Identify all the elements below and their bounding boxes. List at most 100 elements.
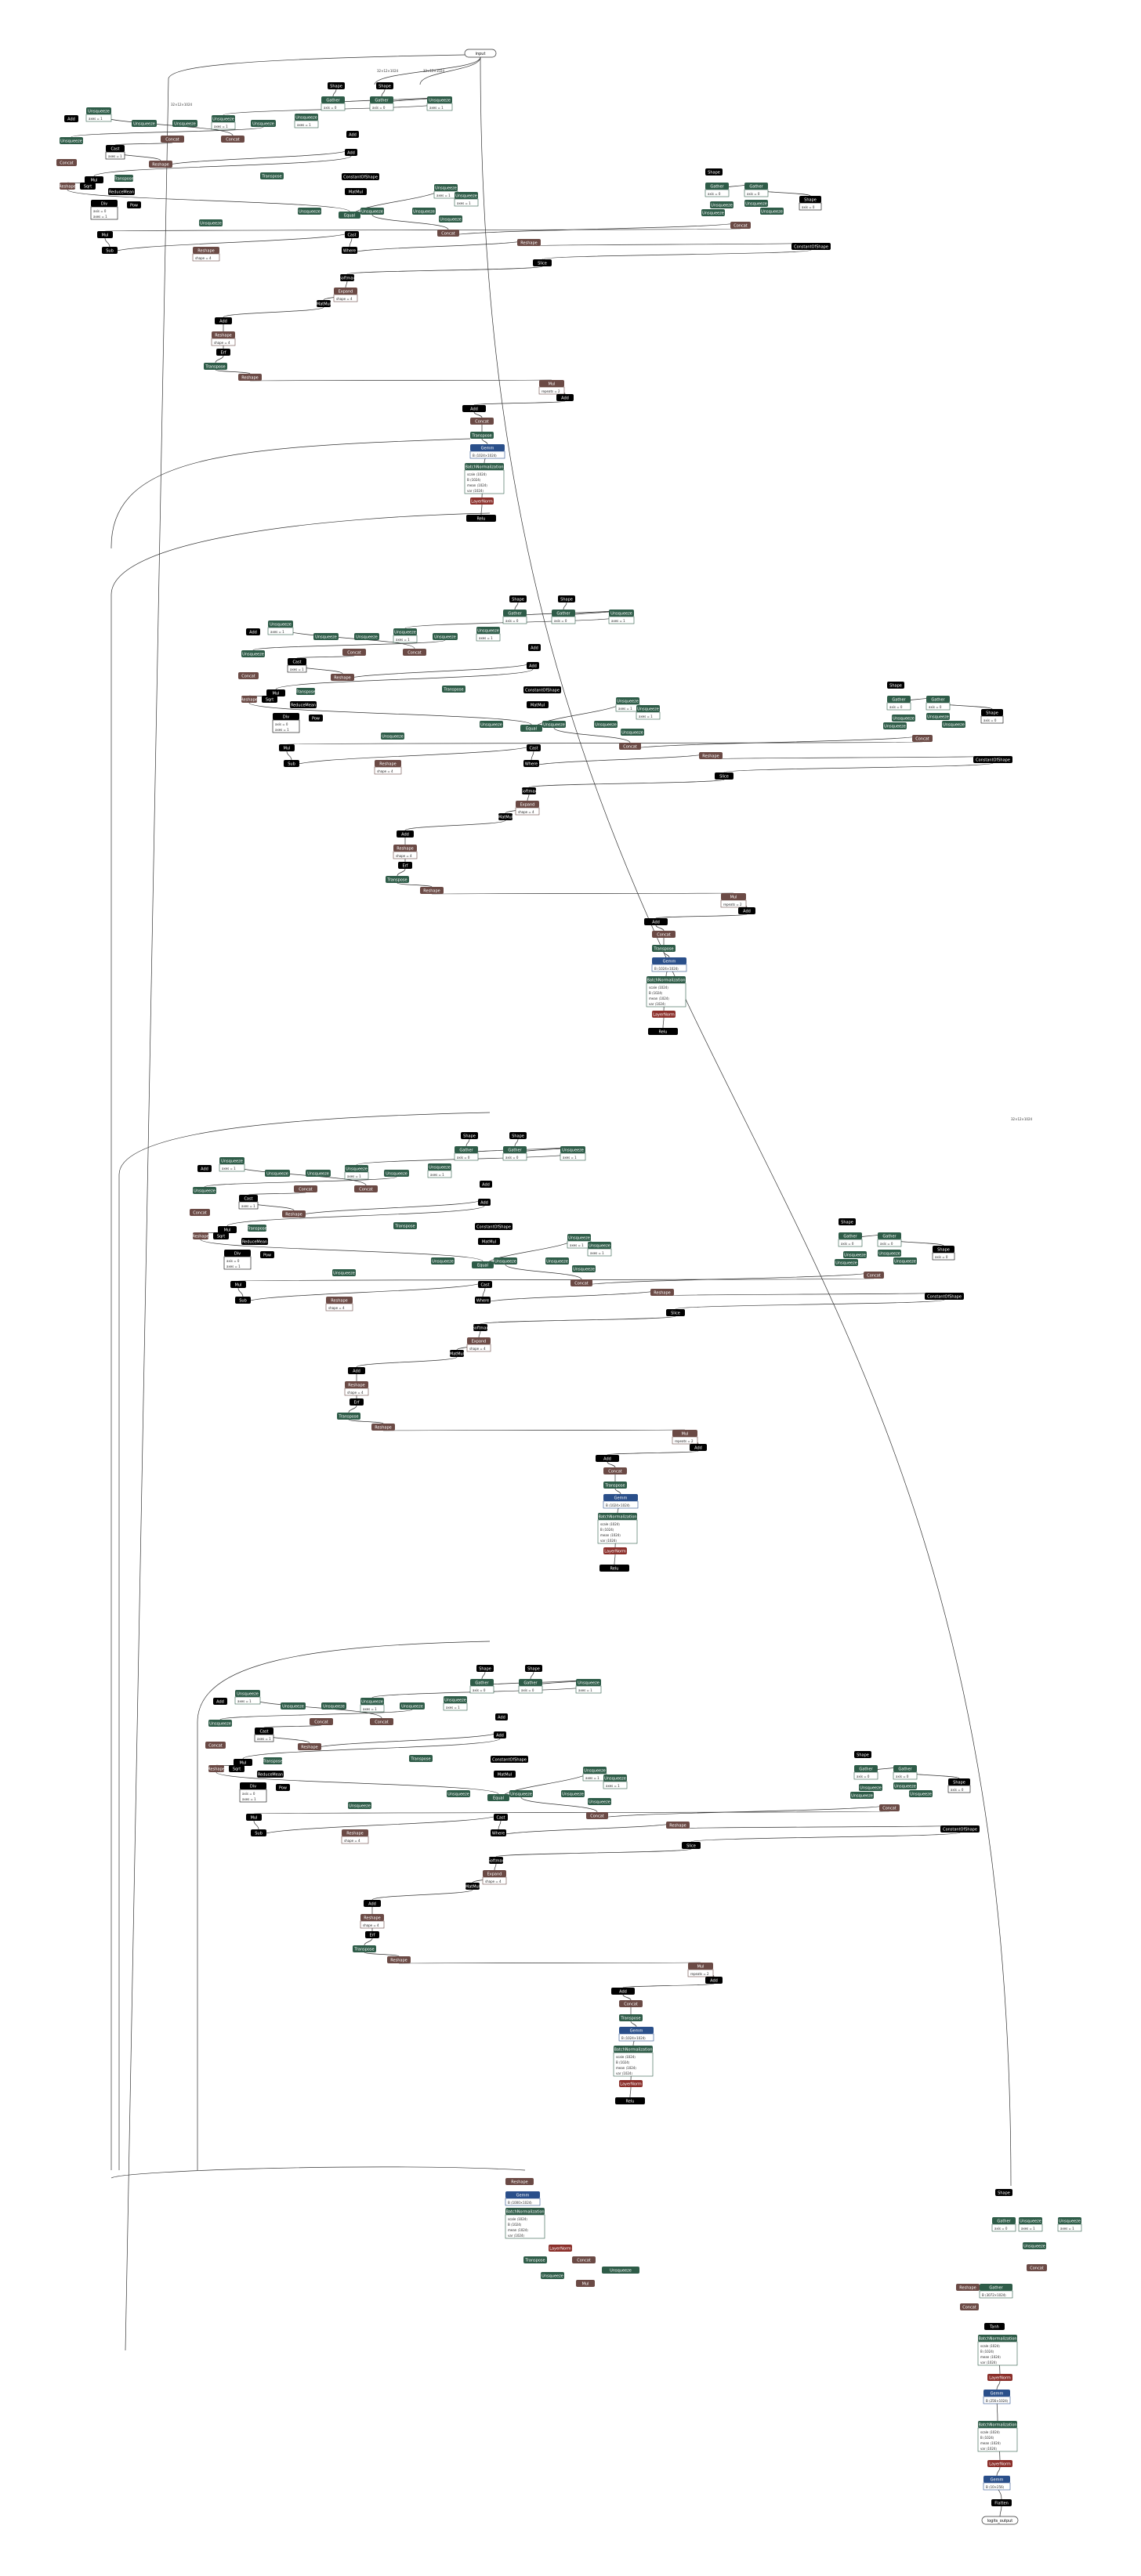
layer2-unsqueeze[interactable]: Unsqueeze: [381, 733, 404, 740]
layer1-layer_norm[interactable]: LayerNorm: [470, 497, 494, 505]
layer1-concat[interactable]: Concat: [56, 159, 77, 166]
layer3-unsqueeze[interactable]: Unsqueeze: [265, 1170, 290, 1177]
layer2-concat[interactable]: Concat: [238, 672, 259, 679]
layer4-unsqueeze[interactable]: Unsqueeze: [909, 1790, 933, 1797]
layer1-matmul[interactable]: MatMul: [317, 300, 331, 307]
layer3-softmax[interactable]: Softmax: [473, 1324, 489, 1331]
layer4-unsqueeze[interactable]: Unsqueeze: [588, 1798, 611, 1805]
layer1-reshape[interactable]: Reshape: [149, 161, 172, 168]
layer2-shape[interactable]: Shape: [558, 595, 575, 602]
head-flatten[interactable]: Flatten: [991, 2499, 1012, 2506]
layer1-reshape[interactable]: Reshape: [59, 183, 76, 190]
head-layer_norm[interactable]: LayerNorm: [987, 2374, 1012, 2381]
layer3-unsqueeze[interactable]: Unsqueeze: [545, 1257, 569, 1264]
layer4-unsqueeze[interactable]: Unsqueeze: [281, 1702, 306, 1709]
layer3-unsqueeze[interactable]: Unsqueeze: [572, 1265, 596, 1272]
layer4-unsqueeze[interactable]: Unsqueeze: [509, 1790, 533, 1797]
layer1-unsqueeze[interactable]: Unsqueeze: [132, 120, 157, 127]
layer4-shape[interactable]: Shape: [525, 1665, 542, 1672]
layer3-mul[interactable]: Mul: [230, 1281, 246, 1288]
head-mul[interactable]: Mul: [576, 2280, 595, 2287]
layer2-reshape[interactable]: Reshape: [420, 887, 444, 894]
layer2-sqrt[interactable]: Sqrt: [262, 696, 277, 703]
layer4-constant_of_shape[interactable]: ConstantOfShape: [491, 1756, 528, 1763]
layer2-add[interactable]: Add: [528, 644, 541, 651]
layer1-equal[interactable]: Equal: [339, 212, 360, 219]
layer1-unsqueeze[interactable]: Unsqueeze: [744, 200, 768, 207]
layer4-add[interactable]: Add: [705, 1977, 723, 1984]
layer2-concat[interactable]: Concat: [619, 743, 641, 750]
layer3-concat[interactable]: Concat: [570, 1279, 592, 1286]
layer1-unsqueeze[interactable]: Unsqueeze: [298, 208, 321, 215]
layer2-matmul[interactable]: MatMul: [527, 701, 549, 708]
layer3-transpose[interactable]: Transpose: [603, 1482, 627, 1489]
layer1-unsqueeze[interactable]: Unsqueeze: [710, 201, 734, 208]
layer3-unsqueeze[interactable]: Unsqueeze: [893, 1257, 917, 1264]
head-concat[interactable]: Concat: [572, 2256, 596, 2263]
layer2-add[interactable]: Add: [397, 830, 414, 838]
layer3-concat[interactable]: Concat: [864, 1272, 884, 1279]
head-reshape[interactable]: Reshape: [956, 2284, 980, 2291]
layer4-matmul[interactable]: MatMul: [494, 1771, 516, 1778]
layer2-concat[interactable]: Concat: [912, 735, 933, 742]
layer1-unsqueeze[interactable]: Unsqueeze: [412, 208, 436, 215]
layer4-transpose[interactable]: Transpose: [353, 1945, 376, 1952]
layer2-concat[interactable]: Concat: [403, 649, 426, 656]
layer4-reshape[interactable]: Reshape: [298, 1743, 321, 1750]
layer1-concat[interactable]: Concat: [161, 136, 184, 143]
layer2-add[interactable]: Add: [246, 628, 260, 635]
layer4-unsqueeze[interactable]: Unsqueeze: [400, 1702, 425, 1709]
layer2-unsqueeze[interactable]: Unsqueeze: [354, 633, 379, 640]
layer1-shape[interactable]: Shape: [705, 168, 723, 175]
layer2-unsqueeze[interactable]: Unsqueeze: [313, 633, 339, 640]
layer1-unsqueeze[interactable]: Unsqueeze: [360, 208, 384, 215]
layer3-reshape[interactable]: Reshape: [650, 1289, 674, 1296]
layer1-mul[interactable]: Mul: [85, 176, 103, 183]
layer2-unsqueeze[interactable]: Unsqueeze: [433, 633, 458, 640]
head-unsqueeze[interactable]: Unsqueeze: [1023, 2242, 1046, 2249]
layer2-matmul[interactable]: MatMul: [498, 813, 513, 820]
layer2-mul[interactable]: Mul: [279, 744, 295, 751]
layer3-add[interactable]: Add: [478, 1199, 491, 1206]
layer2-unsqueeze[interactable]: Unsqueeze: [883, 722, 907, 729]
head-layer_norm[interactable]: LayerNorm: [987, 2460, 1012, 2467]
layer1-erf[interactable]: Erf: [216, 349, 230, 356]
layer3-add[interactable]: Add: [480, 1181, 492, 1188]
layer2-reduce_mean[interactable]: ReduceMean: [290, 701, 317, 708]
layer4-add[interactable]: Add: [213, 1698, 227, 1705]
layer2-pow[interactable]: Pow: [309, 715, 323, 722]
layer3-unsqueeze[interactable]: Unsqueeze: [384, 1170, 409, 1177]
layer2-transpose[interactable]: Transpose: [442, 686, 465, 693]
